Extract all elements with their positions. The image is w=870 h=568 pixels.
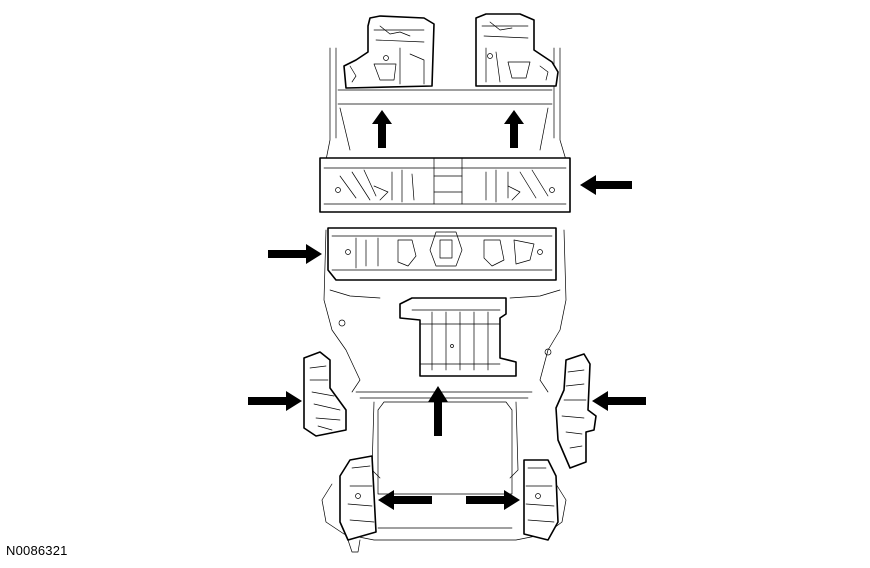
arrow-right-left-side-bracket [248, 391, 302, 411]
arrow-left-upper-crossmember [580, 175, 632, 195]
figure-reference-number: N0086321 [6, 543, 68, 558]
arrow-up-left-panel [372, 110, 392, 148]
rear-seat-panel-right [475, 13, 559, 87]
arrow-left-front-rail-left [378, 490, 432, 510]
arrow-right-front-rail-right [466, 490, 520, 510]
side-bracket-left [303, 351, 347, 437]
front-rail-right [523, 459, 559, 541]
crossmember-lower [327, 227, 557, 281]
arrow-right-lower-crossmember [268, 244, 322, 264]
center-tunnel-bracket [399, 297, 517, 377]
arrow-up-tunnel-bracket [428, 386, 448, 436]
arrow-up-right-panel [504, 110, 524, 148]
front-rail-left [339, 455, 377, 541]
crossmember-upper [319, 157, 571, 213]
assembly-arrows [248, 110, 646, 510]
arrow-left-right-side-bracket [592, 391, 646, 411]
rear-seat-panel-left [343, 15, 435, 89]
side-bracket-right [555, 353, 597, 469]
